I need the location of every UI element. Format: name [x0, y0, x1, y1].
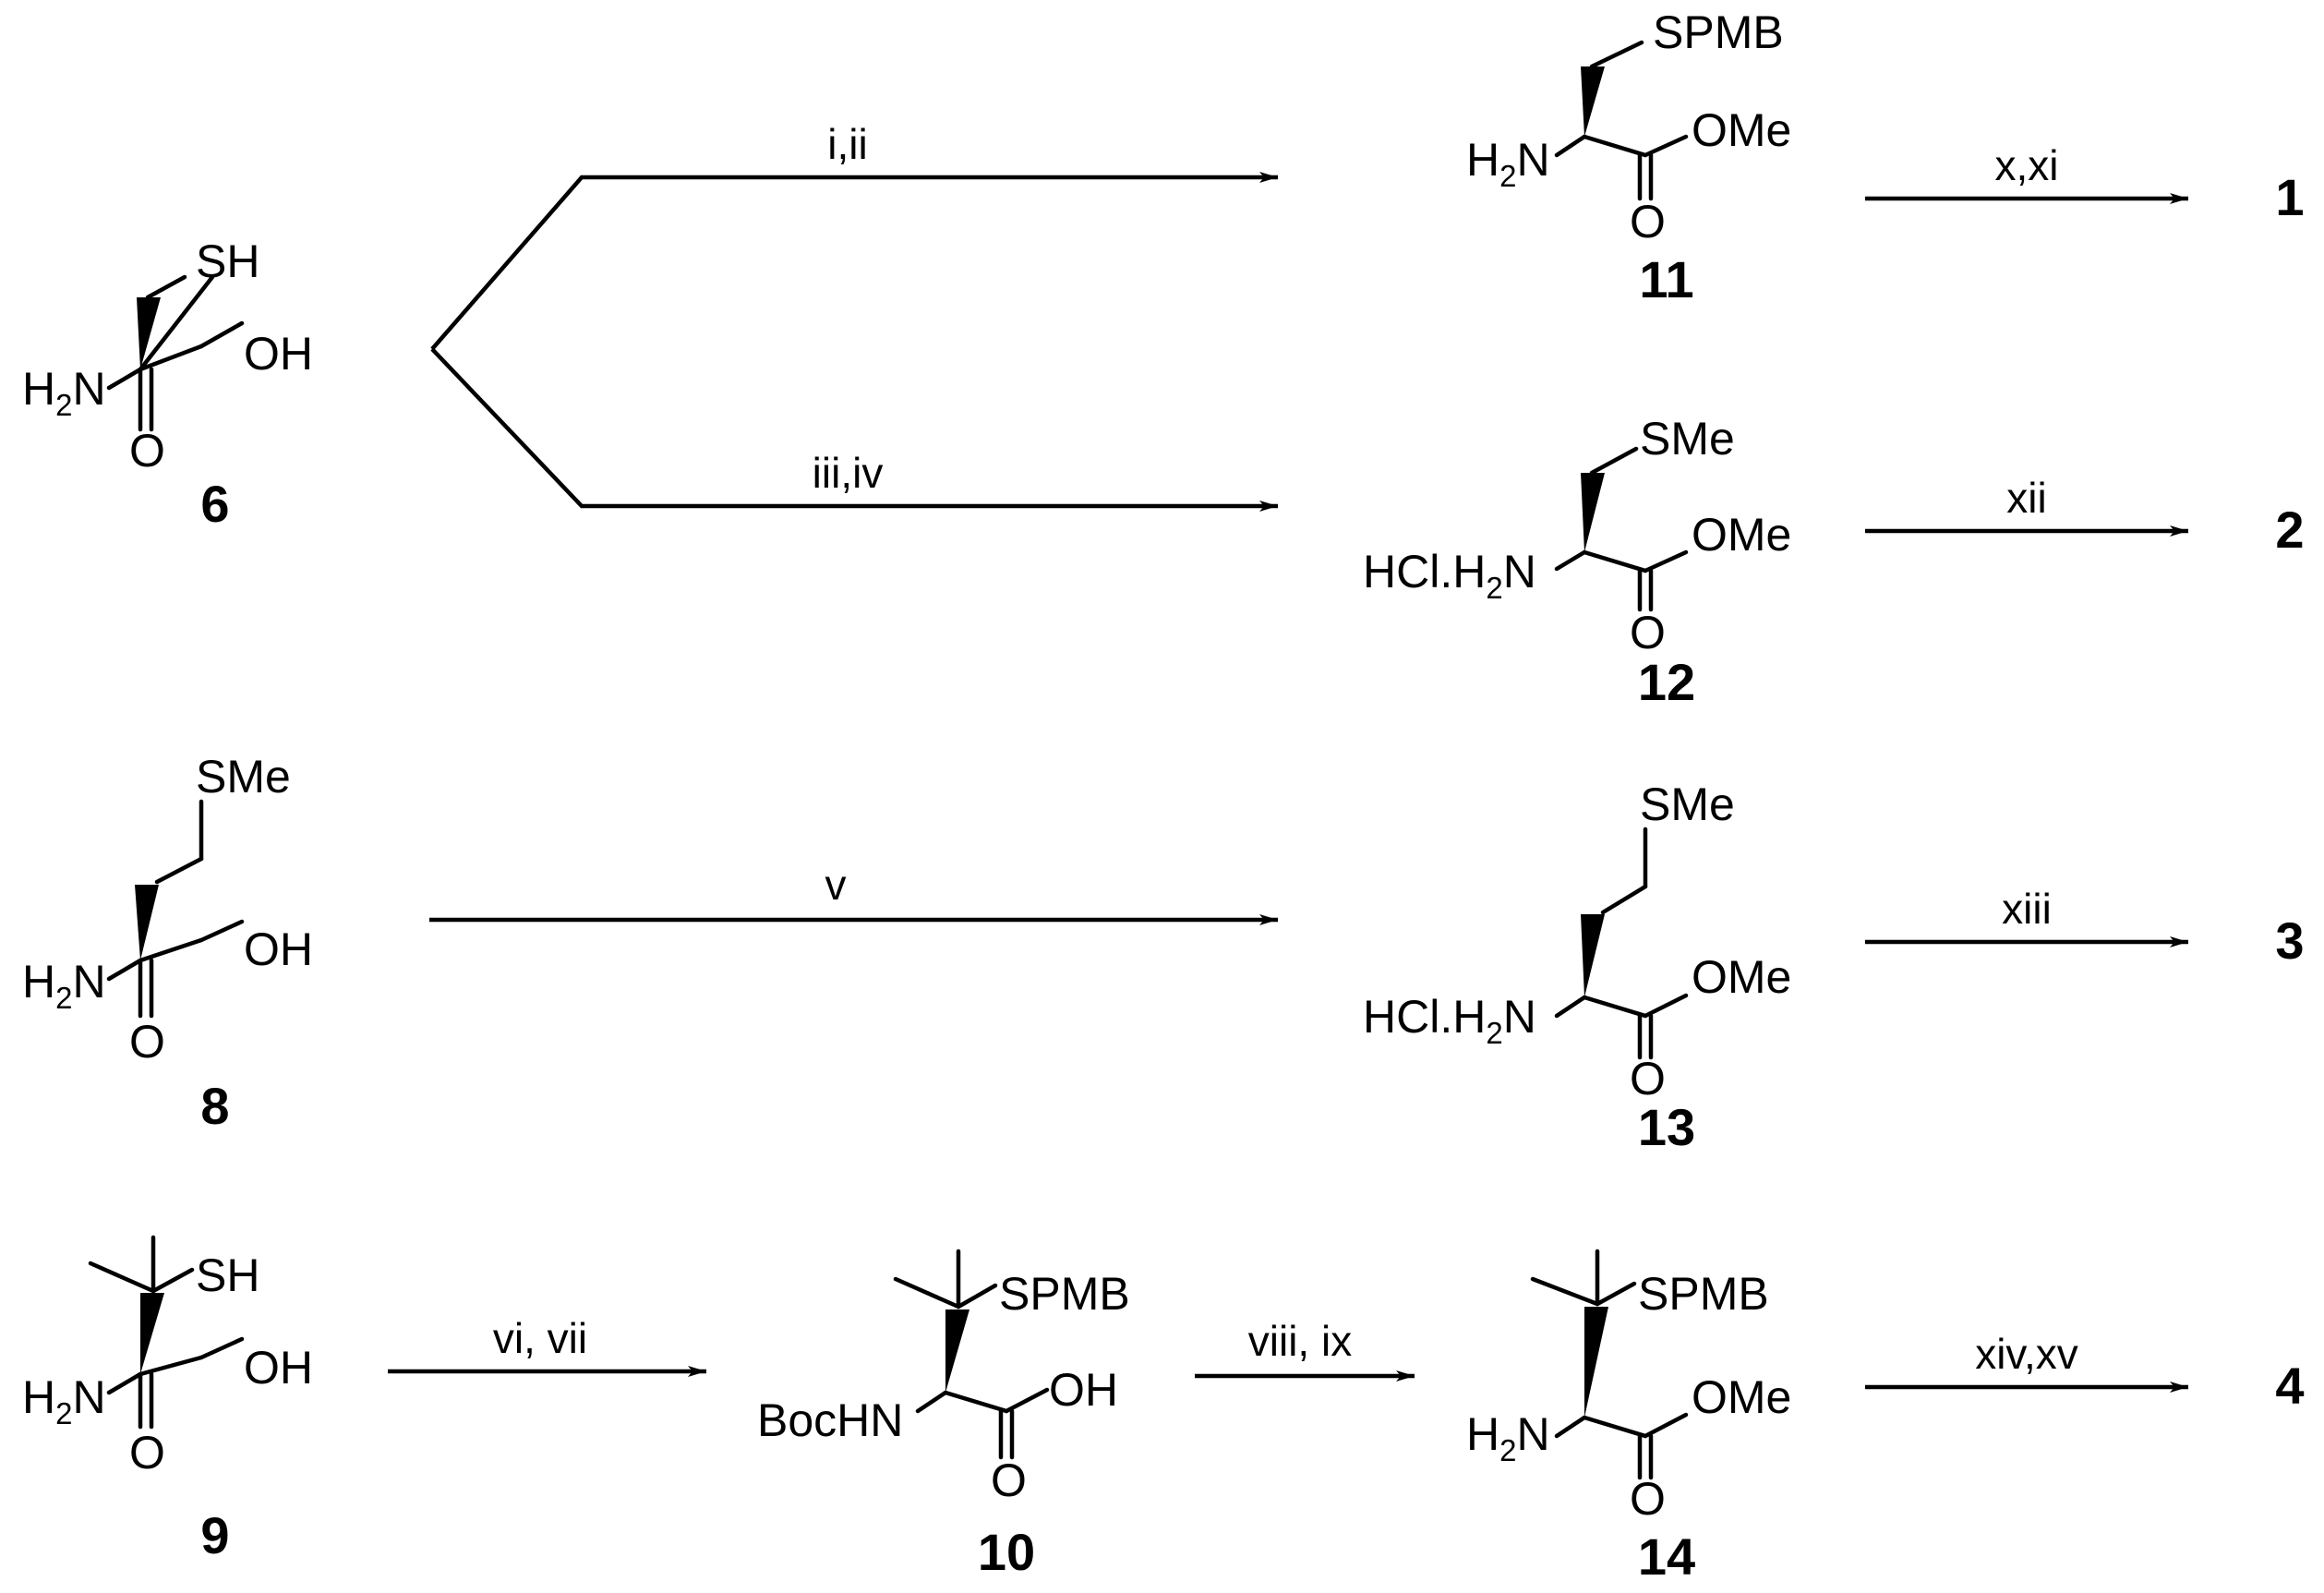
compound-8: SMe OH O H2N 8 [22, 751, 313, 1135]
carbonyl-o-label: O [129, 425, 165, 477]
arrow-8-to-13: v [429, 861, 1278, 925]
side-group-label: SPMB [1653, 6, 1784, 58]
arrow-11-to-1: x,xi 1 [1865, 141, 2305, 226]
reaction-conditions: v [825, 861, 847, 909]
side-group-label: SPMB [1638, 1268, 1769, 1320]
amine-label: H2N [22, 1371, 106, 1430]
side-group-label: SMe [1640, 413, 1735, 465]
carbonyl-o-label: O [1630, 1053, 1666, 1104]
product-label: 3 [2275, 911, 2304, 970]
amine-label: H2N [22, 363, 106, 422]
reaction-conditions: viii, ix [1248, 1317, 1352, 1365]
arrow-13-to-3: xiii 3 [1865, 885, 2305, 970]
amine-label: H2N [1466, 1408, 1550, 1467]
side-group-label: SMe [1640, 778, 1735, 830]
reaction-conditions: iii,iv [813, 449, 884, 497]
product-label: 2 [2275, 501, 2304, 559]
amine-label: BocHN [757, 1394, 903, 1446]
carbonyl-o-label: O [129, 1016, 165, 1068]
compound-label: 8 [200, 1077, 229, 1135]
reaction-conditions: i,ii [827, 120, 867, 168]
compound-13: SMe OMe O HCl.H2N 13 [1363, 778, 1791, 1156]
compound-label: 12 [1638, 653, 1695, 711]
side-group-label: SPMB [999, 1268, 1130, 1320]
amine-label: HCl.H2N [1363, 991, 1536, 1050]
ester-group-label: OMe [1692, 951, 1791, 1003]
compound-14: SPMB OMe O H2N 14 [1466, 1249, 1791, 1586]
acid-group-label: OH [244, 1342, 313, 1394]
reaction-conditions: xiii [2002, 885, 2052, 933]
carbonyl-o-label: O [1630, 196, 1666, 247]
ester-group-label: OMe [1692, 1371, 1791, 1423]
compound-label: 10 [978, 1523, 1035, 1581]
ester-group-label: OMe [1692, 104, 1791, 156]
acid-group-label: OH [244, 923, 313, 975]
arrow-9-to-10: vi, vii [388, 1314, 706, 1377]
branch-arrows-from-6: i,ii iii,iv [430, 120, 1278, 512]
side-group-label: SH [196, 235, 259, 287]
product-label: 4 [2275, 1357, 2304, 1415]
side-group-label: SH [196, 1249, 259, 1301]
ester-group-label: OMe [1692, 509, 1791, 561]
compound-10: SPMB OH O BocHN 10 [757, 1249, 1130, 1581]
compound-label: 11 [1639, 250, 1693, 308]
carbonyl-o-label: O [1630, 1473, 1666, 1525]
compound-label: 13 [1638, 1098, 1695, 1156]
reaction-conditions: vi, vii [493, 1314, 587, 1362]
compound-label: 9 [200, 1506, 229, 1564]
compound-6: SH OH O H2N 6 [22, 235, 313, 533]
acid-group-label: OH [244, 328, 313, 380]
arrow-10-to-14: viii, ix [1195, 1317, 1415, 1382]
amine-label: H2N [22, 956, 106, 1015]
acid-group-label: OH [1049, 1364, 1118, 1416]
amine-label: HCl.H2N [1363, 546, 1536, 605]
compound-label: 14 [1638, 1527, 1695, 1586]
side-group-label: SMe [196, 751, 291, 803]
compound-label: 6 [200, 475, 229, 533]
carbonyl-o-label: O [129, 1427, 165, 1478]
compound-9: SH OH O H2N 9 [22, 1235, 313, 1564]
reaction-conditions: xiv,xv [1975, 1330, 2078, 1378]
amine-label: H2N [1466, 134, 1550, 193]
compound-12: SMe OMe O HCl.H2N 12 [1363, 413, 1791, 711]
compound-11: SPMB OMe O H2N 11 [1466, 6, 1791, 308]
reaction-conditions: xii [2006, 474, 2046, 522]
carbonyl-o-label: O [991, 1454, 1027, 1506]
arrow-12-to-2: xii 2 [1865, 474, 2305, 559]
carbonyl-o-label: O [1630, 607, 1666, 658]
product-label: 1 [2275, 168, 2304, 226]
arrow-14-to-4: xiv,xv 4 [1865, 1330, 2305, 1415]
reaction-conditions: x,xi [1995, 141, 2059, 189]
